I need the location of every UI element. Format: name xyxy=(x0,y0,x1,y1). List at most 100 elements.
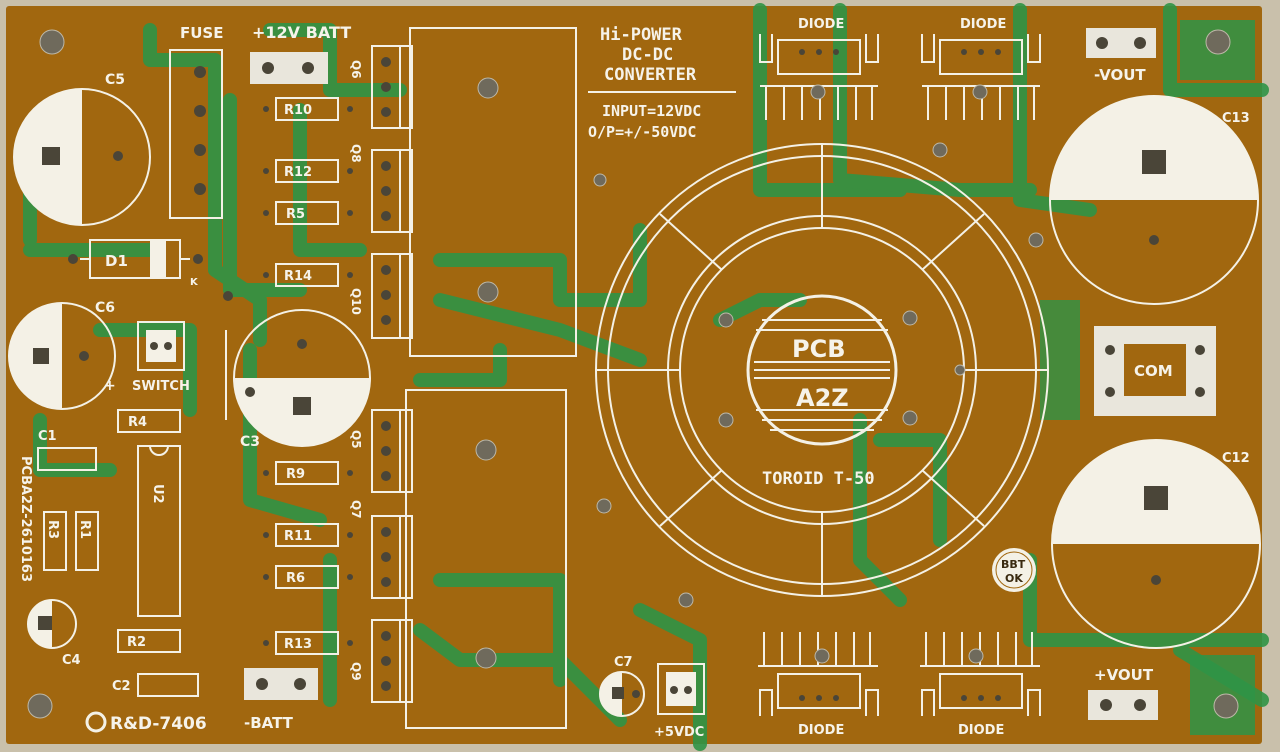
batt-neg-terminal xyxy=(244,668,318,700)
diode-heatsink-bottom-right xyxy=(920,632,1041,716)
capacitor-c3: C3 xyxy=(233,309,371,450)
label-r13: R13 xyxy=(284,637,312,652)
copper-traces xyxy=(23,3,1269,751)
label-q7: Q7 xyxy=(349,500,363,519)
label-c6: C6 xyxy=(95,300,115,316)
resistor-r14: R14 xyxy=(263,263,353,287)
title-line-3: CONVERTER xyxy=(604,65,697,85)
label-c2: C2 xyxy=(112,679,131,694)
label-c12: C12 xyxy=(1222,451,1250,466)
label-q8: Q8 xyxy=(349,144,363,163)
rd-label: R&D-7406 xyxy=(110,714,207,734)
spec-input: INPUT=12VDC xyxy=(602,102,701,120)
diode-heatsink-bottom-left xyxy=(758,632,879,716)
label-r10: R10 xyxy=(284,103,312,118)
resistor-r6: R6 xyxy=(263,565,353,589)
title-line-2: DC-DC xyxy=(622,45,673,65)
regulator-5vdc: +5VDC xyxy=(654,663,705,740)
label-r3: R3 xyxy=(45,520,60,539)
resistor-r10: R10 xyxy=(263,97,353,121)
bbt-ok-badge: BBT OK xyxy=(992,548,1036,592)
label-r11: R11 xyxy=(284,529,312,544)
label-d1: D1 xyxy=(105,252,128,270)
label-q9: Q9 xyxy=(349,662,363,681)
transistor-q6: Q6 xyxy=(349,45,413,129)
label-r1: R1 xyxy=(77,520,92,539)
diode-label-top-left: DIODE xyxy=(798,17,844,32)
capacitor-c4: C4 xyxy=(27,599,81,668)
switch-footprint: SWITCH xyxy=(132,321,190,394)
diode-label-bottom-right: DIODE xyxy=(958,723,1004,738)
logo-bottom: A2Z xyxy=(796,384,849,412)
heatsink-upper xyxy=(409,27,577,357)
bbt-text: BBT xyxy=(1001,558,1026,571)
label-c5: C5 xyxy=(105,72,125,88)
capacitor-c6: C6 + xyxy=(8,300,116,410)
resistor-r2: R2 xyxy=(117,629,181,653)
batt-pos-terminal xyxy=(250,52,328,84)
mounting-holes xyxy=(27,29,1239,719)
label-q5: Q5 xyxy=(349,430,363,449)
misc-vias xyxy=(223,173,607,397)
diode-label-top-right: DIODE xyxy=(960,17,1006,32)
label-r12: R12 xyxy=(284,165,312,180)
label-r14: R14 xyxy=(284,269,312,284)
label-u2: U2 xyxy=(150,484,165,504)
label-c7: C7 xyxy=(614,655,633,670)
resistor-r12: R12 xyxy=(263,159,353,183)
board-id: PCBA2Z-2610163 xyxy=(18,456,33,582)
fuse-label: FUSE xyxy=(180,24,223,42)
switch-label: SWITCH xyxy=(132,379,190,394)
label-c13: C13 xyxy=(1222,111,1250,126)
label-c3: C3 xyxy=(240,434,260,450)
capacitor-c5: C5 xyxy=(13,72,151,226)
label-r5: R5 xyxy=(286,207,305,222)
vdc5-label: +5VDC xyxy=(654,725,704,740)
com-terminal: COM xyxy=(1094,326,1216,416)
title-line-1: Hi-POWER xyxy=(600,25,683,45)
label-q6: Q6 xyxy=(349,60,363,79)
capacitor-c7: C7 xyxy=(599,655,645,717)
label-r9: R9 xyxy=(286,467,305,482)
label-r2: R2 xyxy=(127,635,146,650)
toroid-footprint xyxy=(595,143,1049,597)
label-c1: C1 xyxy=(38,429,57,444)
logo-top: PCB xyxy=(792,335,846,363)
label-r6: R6 xyxy=(286,571,305,586)
label-k: K xyxy=(190,277,199,288)
ok-text: OK xyxy=(1005,572,1023,585)
spec-output: O/P=+/-50VDC xyxy=(588,123,696,141)
diode-label-bottom-left: DIODE xyxy=(798,723,844,738)
capacitor-c2: C2 xyxy=(112,673,199,697)
resistor-r11: R11 xyxy=(263,523,353,547)
transistor-q7: Q7 xyxy=(349,500,413,599)
label-c4: C4 xyxy=(62,653,81,668)
label-plus: + xyxy=(104,378,116,394)
resistor-r9: R9 xyxy=(263,461,353,485)
resistor-r5: R5 xyxy=(263,201,353,225)
resistor-r1: R1 xyxy=(75,511,99,571)
com-label: COM xyxy=(1134,362,1173,380)
batt-pos-label: +12V BATT xyxy=(252,23,351,42)
transistor-q8: Q8 xyxy=(349,144,413,233)
batt-neg-label: -BATT xyxy=(244,714,294,732)
ic-u2: U2 xyxy=(137,445,181,617)
pcb-a2z-logo: PCB A2Z xyxy=(746,294,898,446)
resistor-r4: R4 xyxy=(117,409,181,433)
fuse-outline xyxy=(169,49,223,219)
resistor-r13: R13 xyxy=(263,631,353,655)
fuse-pads xyxy=(194,66,206,195)
diode-heatsink-top-left xyxy=(759,34,879,120)
resistor-r3: R3 xyxy=(43,511,67,571)
vout-neg-label: -VOUT xyxy=(1094,66,1146,84)
capacitor-c12: C12 xyxy=(1051,439,1261,649)
capacitor-c1: C1 xyxy=(37,429,97,471)
transistor-q10: Q10 xyxy=(349,253,413,339)
toroid-label: TOROID T-50 xyxy=(762,469,875,489)
capacitor-c13: C13 xyxy=(1049,95,1259,305)
transistor-q5: Q5 xyxy=(349,409,413,493)
label-r4: R4 xyxy=(128,415,147,430)
transistor-q9: Q9 xyxy=(349,619,413,703)
rd-logo-icon xyxy=(85,711,107,733)
